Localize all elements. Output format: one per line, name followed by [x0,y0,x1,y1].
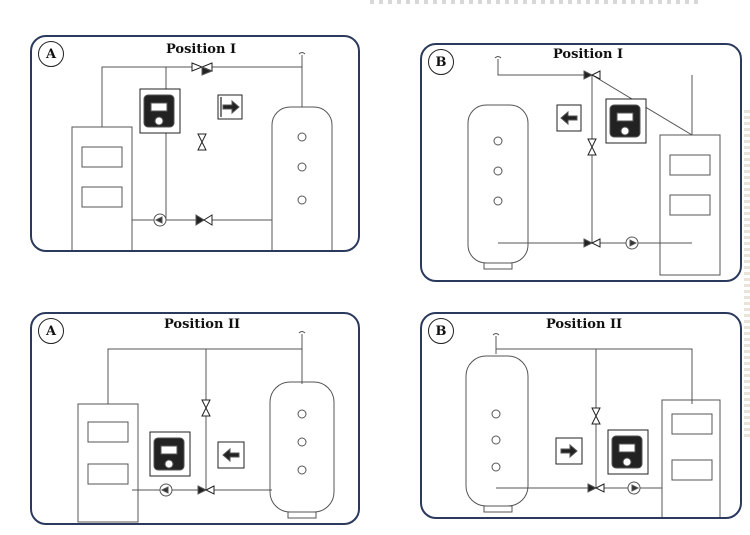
valve-icon [195,214,213,226]
storage-tank [465,355,529,513]
valve-icon [583,70,601,80]
direction-arrow-icon [217,94,243,120]
valve-icon [191,62,214,76]
badge-a: A [38,41,64,67]
page-edge-fringe [744,110,750,440]
expansion-vent [298,52,306,67]
panel-b-position-1: B Position I [420,43,742,282]
circulation-pump-icon [153,213,167,227]
panel-title: Position I [166,42,237,57]
storage-tank [271,106,333,250]
circulation-pump-icon [625,236,639,250]
scan-edge-marks [370,0,700,4]
direction-arrow-icon [556,104,582,132]
direction-arrow-icon [217,441,245,469]
circulation-pump-icon [159,483,173,497]
valve-actuator-icon [607,429,649,475]
circulation-pump-icon [627,481,641,495]
boiler-unit [71,126,133,250]
valve-icon [591,407,601,425]
panel-title: Position II [546,317,623,332]
direction-arrow-icon [555,437,583,465]
storage-tank [467,104,529,270]
panel-b-position-2: B Position II [420,312,742,519]
storage-tank [269,381,335,519]
boiler-unit [659,134,721,276]
badge-b: B [428,318,454,344]
pipe-lines [107,348,303,491]
valve-icon [197,133,207,151]
badge-a: A [38,318,64,344]
panel-a-position-1: A Position I [30,35,360,252]
expansion-vent [494,56,502,75]
expansion-vent [298,331,306,349]
valve-icon [583,238,601,248]
valve-actuator-icon [139,88,181,134]
badge-b: B [428,49,454,75]
valve-actuator-icon [149,431,191,477]
valve-icon [201,399,211,417]
panel-title: Position I [553,47,624,62]
boiler-unit [77,403,139,523]
valve-actuator-icon [605,98,647,144]
panel-title: Position II [164,317,241,332]
boiler-unit [661,399,721,517]
pipe-lines [495,348,693,489]
expansion-vent [492,333,500,354]
valve-icon [587,138,597,156]
valve-icon [197,485,215,495]
valve-icon [587,483,605,493]
panel-a-position-2: A Position II [30,312,360,525]
